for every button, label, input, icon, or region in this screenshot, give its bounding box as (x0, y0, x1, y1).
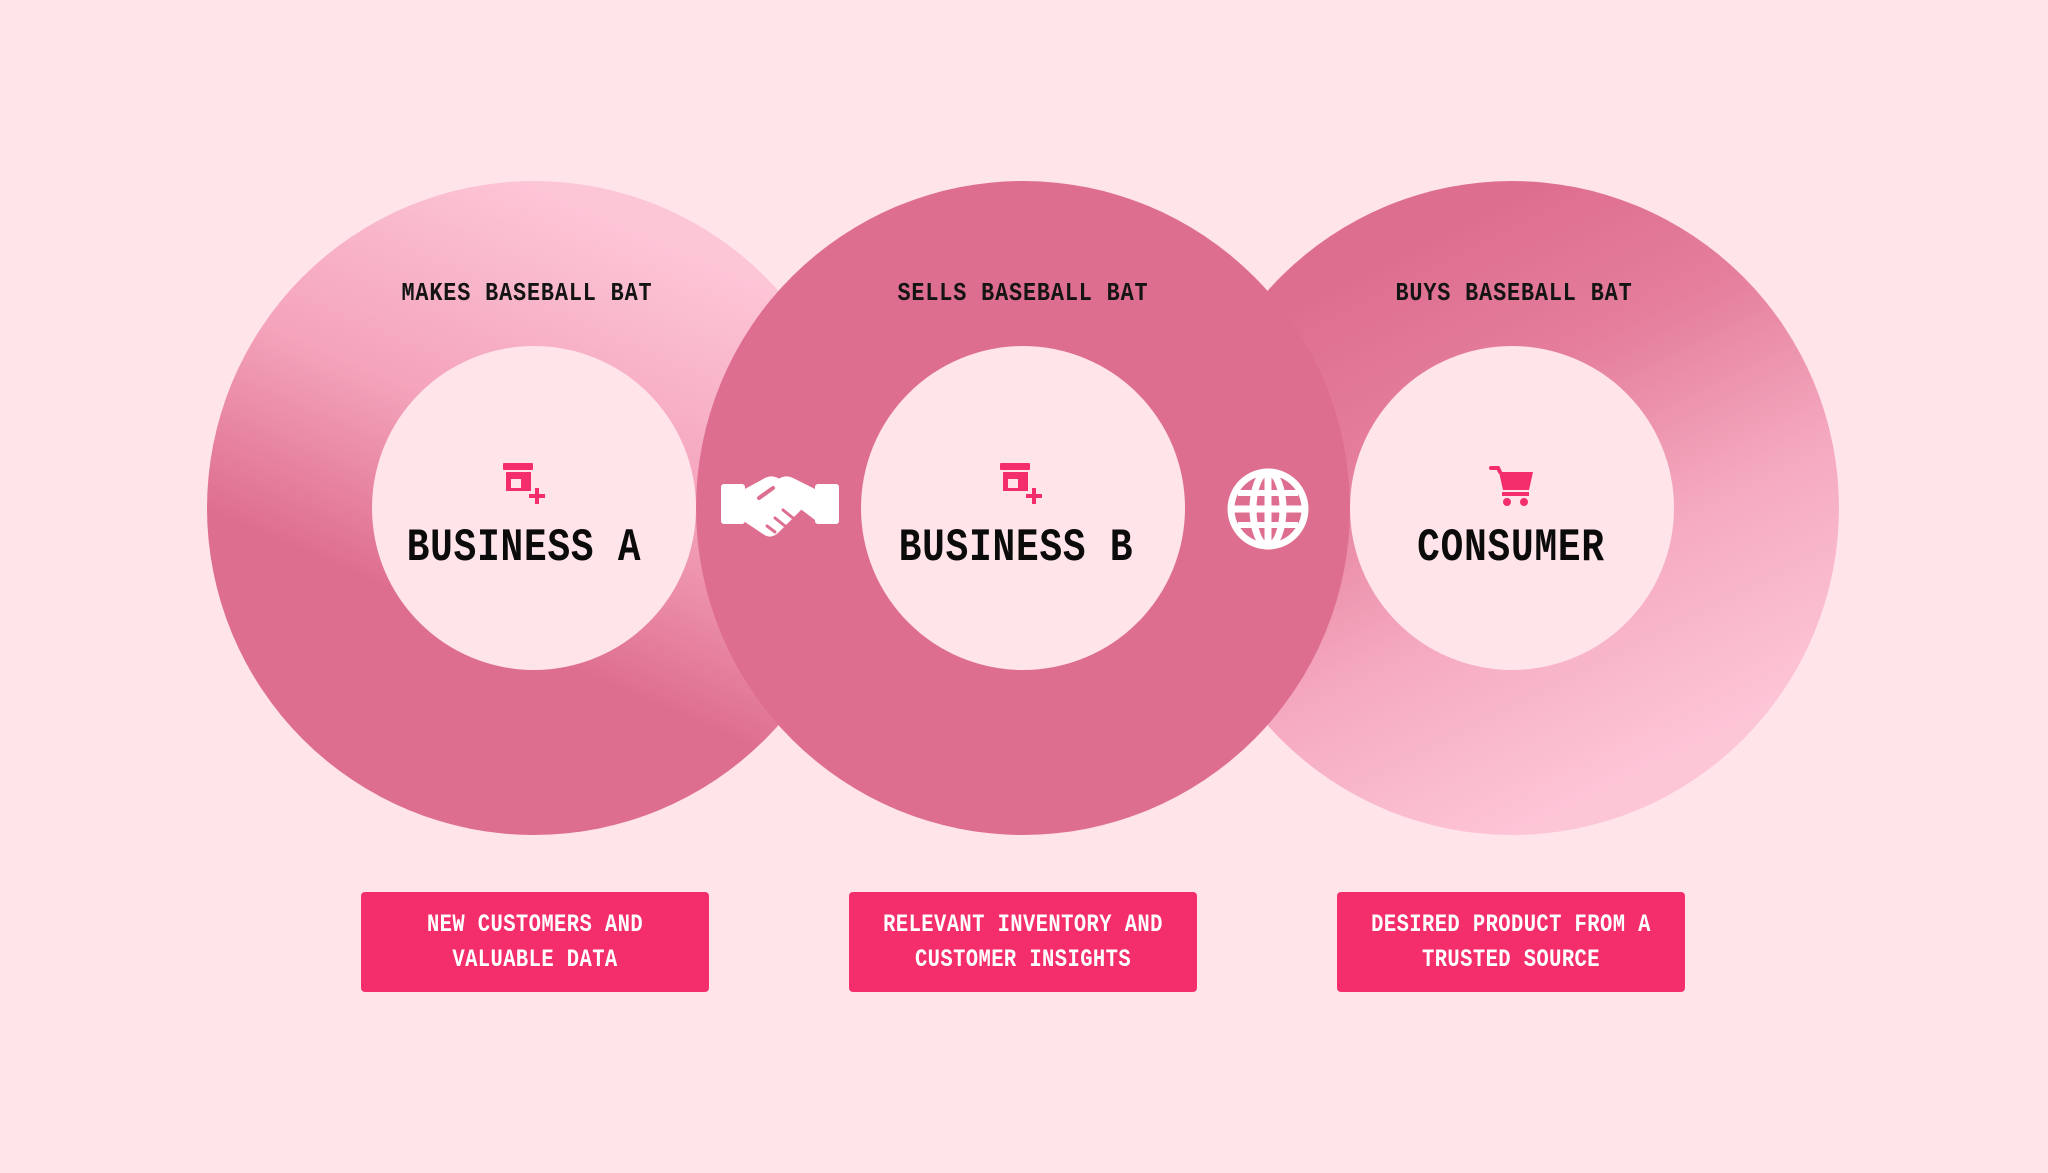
stage-caption-business-a: MAKES BASEBALL BAT (401, 278, 653, 308)
benefit-box-business-b: RELEVANT INVENTORY AND CUSTOMER INSIGHTS (849, 892, 1197, 992)
storefront-add-icon (500, 460, 548, 508)
entity-name-consumer: CONSUMER (1417, 522, 1605, 574)
benefit-text: NEW CUSTOMERS AND VALUABLE DATA (426, 910, 644, 974)
benefit-text: RELEVANT INVENTORY AND CUSTOMER INSIGHTS (883, 910, 1163, 974)
benefit-box-business-a: NEW CUSTOMERS AND VALUABLE DATA (361, 892, 709, 992)
benefit-box-consumer: DESIRED PRODUCT FROM A TRUSTED SOURCE (1337, 892, 1685, 992)
entity-name-business-b: BUSINESS B (898, 522, 1134, 574)
globe-icon (1226, 467, 1310, 551)
shopping-cart-icon (1488, 460, 1536, 508)
inner-circle-business-a (372, 346, 696, 670)
benefit-text: DESIRED PRODUCT FROM A TRUSTED SOURCE (1371, 910, 1651, 974)
handshake-icon (719, 470, 841, 542)
stage-caption-business-b: SELLS BASEBALL BAT (897, 278, 1149, 308)
storefront-add-icon (997, 460, 1045, 508)
inner-circle-consumer (1350, 346, 1674, 670)
stage-caption-consumer: BUYS BASEBALL BAT (1395, 278, 1633, 308)
entity-name-business-a: BUSINESS A (406, 522, 642, 574)
inner-circle-business-b (861, 346, 1185, 670)
